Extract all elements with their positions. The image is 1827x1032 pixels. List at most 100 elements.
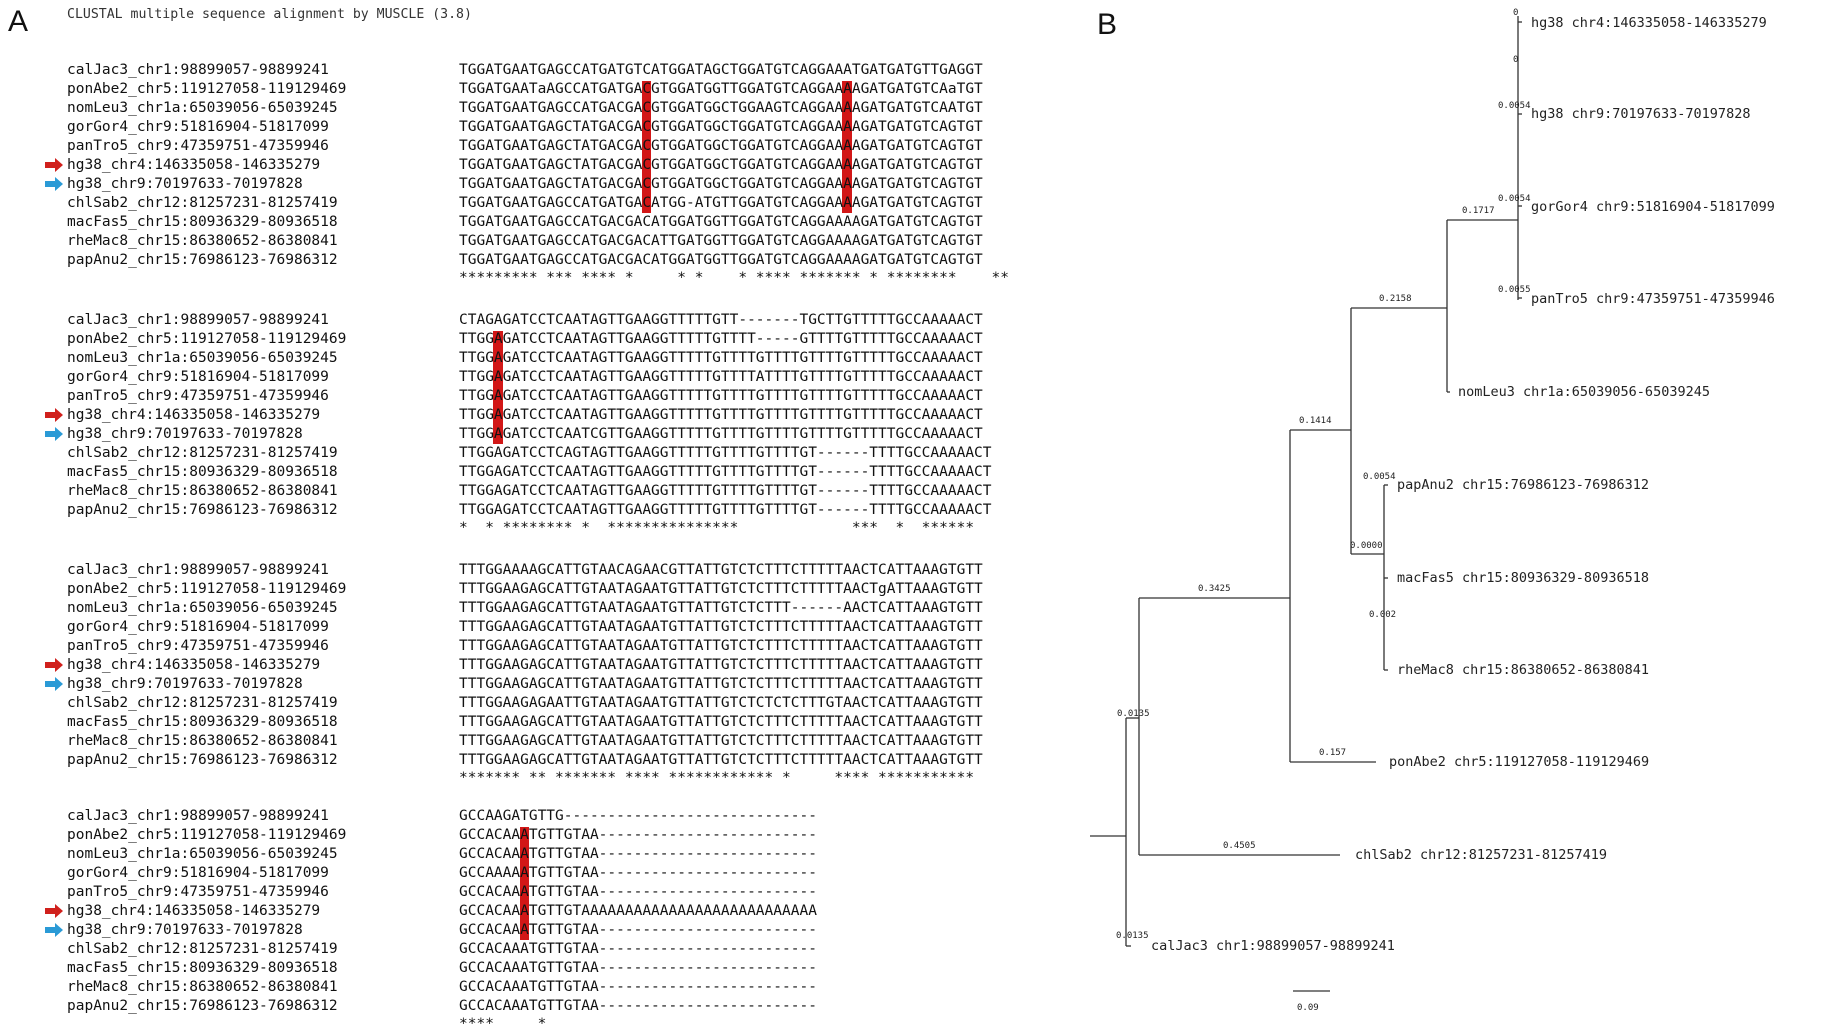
sequence-residues: TTGGAGATCCTCAATAGTTGAAGGTTTTTGTTTTGTTTTG… [459, 350, 983, 366]
sequence-residues: TTGGAGATCCTCAATAGTTGAAGGTTTTTGTTTTGTTTTG… [459, 464, 992, 480]
sequence-residues: TTTGGAAGAGCATTGTAATAGAATGTTATTGTCTCTTTCT… [459, 733, 983, 749]
leaf-label: panTro5 chr9:47359751-47359946 [1531, 291, 1775, 307]
sequence-label: papAnu2_chr15:76986123-76986312 [67, 252, 338, 268]
sequence-residues: TTTGGAAAAGCATTGTAACAGAACGTTATTGTCTCTTTCT… [459, 562, 983, 578]
sequence-residues: GCCACAAATGTTGTAA------------------------… [459, 979, 817, 995]
sequence-residues: TTTGGAAGAGCATTGTAATAGAATGTTATTGTCTCTTTCT… [459, 676, 983, 692]
sequence-residues: TTTGGAAGAGCATTGTAATAGAATGTTATTGTCTCTTTCT… [459, 714, 983, 730]
branch-length-label: 0.0054 [1498, 101, 1531, 111]
sequence-label: hg38_chr4:146335058-146335279 [67, 657, 321, 673]
sequence-label: rheMac8_chr15:86380652-86380841 [67, 979, 338, 995]
sequence-residues: TGGATGAATGAGCTATGACGACGTGGATGGCTGGATGTCA… [459, 157, 983, 173]
branch-length-label: 0.1717 [1462, 206, 1495, 216]
leaf-label: hg38 chr9:70197633-70197828 [1531, 106, 1750, 122]
sequence-label: hg38_chr9:70197633-70197828 [67, 176, 303, 192]
sequence-label: hg38_chr4:146335058-146335279 [67, 407, 321, 423]
sequence-label: calJac3_chr1:98899057-98899241 [67, 808, 329, 824]
sequence-residues: TTGGAGATCCTCAATAGTTGAAGGTTTTTGTTTTATTTTG… [459, 369, 983, 385]
sequence-residues: TGGATGAATGAGCCATGACGACATGGATGGTTGGATGTCA… [459, 214, 983, 230]
sequence-label: rheMac8_chr15:86380652-86380841 [67, 233, 338, 249]
consensus-line: **** * [459, 1016, 547, 1032]
sequence-label: calJac3_chr1:98899057-98899241 [67, 562, 329, 578]
sequence-label: panTro5_chr9:47359751-47359946 [67, 638, 329, 654]
sequence-label: panTro5_chr9:47359751-47359946 [67, 884, 329, 900]
sequence-label: macFas5_chr15:80936329-80936518 [67, 714, 338, 730]
blue-arrow-icon [45, 677, 63, 691]
sequence-label: ponAbe2_chr5:119127058-119129469 [67, 81, 347, 97]
sequence-residues: TGGATGAATGAGCTATGACGACGTGGATGGCTGGATGTCA… [459, 138, 983, 154]
blue-arrow-icon [45, 923, 63, 937]
variant-highlight [842, 81, 852, 213]
sequence-residues: TTTGGAAGAGCATTGTAATAGAATGTTATTGTCTCTTTCT… [459, 752, 983, 768]
sequence-residues: GCCACAAATGTTGTAAAAAAAAAAAAAAAAAAAAAAAAAA… [459, 903, 817, 919]
sequence-label: rheMac8_chr15:86380652-86380841 [67, 483, 338, 499]
sequence-residues: TTGGAGATCCTCAATAGTTGAAGGTTTTTGTTTTGTTTTG… [459, 407, 983, 423]
sequence-residues: TGGATGAATaAGCCATGATGACGTGGATGGTTGGATGTCA… [459, 81, 983, 97]
branch-length-label: 0.002 [1369, 610, 1396, 620]
branch-length-label: 0.0054 [1498, 194, 1531, 204]
sequence-label: ponAbe2_chr5:119127058-119129469 [67, 827, 347, 843]
variant-highlight [641, 81, 652, 213]
sequence-label: papAnu2_chr15:76986123-76986312 [67, 998, 338, 1014]
sequence-label: gorGor4_chr9:51816904-51817099 [67, 619, 329, 635]
sequence-label: chlSab2_chr12:81257231-81257419 [67, 195, 338, 211]
sequence-residues: GCCACAAATGTTGTAA------------------------… [459, 827, 817, 843]
sequence-label: panTro5_chr9:47359751-47359946 [67, 388, 329, 404]
sequence-residues: TGGATGAATGAGCTATGACGACGTGGATGGCTGGATGTCA… [459, 176, 983, 192]
scale-bar-label: 0.09 [1297, 1003, 1319, 1013]
sequence-residues: GCCACAAATGTTGTAA------------------------… [459, 846, 817, 862]
sequence-residues: TTTGGAAGAGCATTGTAATAGAATGTTATTGTCTCTTTCT… [459, 657, 983, 673]
sequence-label: calJac3_chr1:98899057-98899241 [67, 62, 329, 78]
sequence-label: panTro5_chr9:47359751-47359946 [67, 138, 329, 154]
consensus-line: ******* ** ******* **** ************ * *… [459, 770, 975, 786]
leaf-label: nomLeu3 chr1a:65039056-65039245 [1458, 384, 1710, 400]
sequence-residues: TTGGAGATCCTCAATCGTTGAAGGTTTTTGTTTTGTTTTG… [459, 426, 983, 442]
panel-a-label: A [8, 5, 29, 38]
branch-length-label: 0.1414 [1299, 416, 1332, 426]
sequence-label: gorGor4_chr9:51816904-51817099 [67, 865, 329, 881]
sequence-residues: TGGATGAATGAGCCATGACGACGTGGATGGCTGGAAGTCA… [459, 100, 983, 116]
sequence-residues: TTTGGAAGAGAATTGTAATAGAATGTTATTGTCTCTCTCT… [459, 695, 983, 711]
sequence-residues: GCCACAAATGTTGTAA------------------------… [459, 884, 817, 900]
branch-length-label: 0 [1513, 8, 1518, 18]
sequence-residues: GCCACAAATGTTGTAA------------------------… [459, 941, 817, 957]
branch-length-label: 0.0055 [1498, 285, 1531, 295]
sequence-label: nomLeu3_chr1a:65039056-65039245 [67, 846, 338, 862]
red-arrow-icon [45, 904, 63, 918]
panel-b-label: B [1097, 8, 1118, 41]
leaf-label: papAnu2 chr15:76986123-76986312 [1397, 477, 1649, 493]
sequence-residues: TTGGAGATCCTCAATAGTTGAAGGTTTTTGTTTTGTTTTG… [459, 483, 992, 499]
sequence-residues: TTGGAGATCCTCAGTAGTTGAAGGTTTTTGTTTTGTTTTG… [459, 445, 992, 461]
sequence-label: chlSab2_chr12:81257231-81257419 [67, 445, 338, 461]
alignment-header: CLUSTAL multiple sequence alignment by M… [67, 7, 472, 22]
leaf-label: gorGor4 chr9:51816904-51817099 [1531, 199, 1775, 215]
branch-length-label: 0.4505 [1223, 841, 1256, 851]
leaf-label: ponAbe2 chr5:119127058-119129469 [1389, 754, 1649, 770]
sequence-label: calJac3_chr1:98899057-98899241 [67, 312, 329, 328]
leaf-label: hg38 chr4:146335058-146335279 [1531, 15, 1767, 31]
sequence-residues: TTGGAGATCCTCAATAGTTGAAGGTTTTTGTTTT-----G… [459, 331, 983, 347]
sequence-label: papAnu2_chr15:76986123-76986312 [67, 502, 338, 518]
sequence-residues: TTTGGAAGAGCATTGTAATAGAATGTTATTGTCTCTTT--… [459, 600, 983, 616]
blue-arrow-icon [45, 177, 63, 191]
sequence-residues: CTAGAGATCCTCAATAGTTGAAGGTTTTTGTT-------T… [459, 312, 983, 328]
sequence-label: chlSab2_chr12:81257231-81257419 [67, 695, 338, 711]
sequence-label: ponAbe2_chr5:119127058-119129469 [67, 581, 347, 597]
sequence-label: rheMac8_chr15:86380652-86380841 [67, 733, 338, 749]
red-arrow-icon [45, 658, 63, 672]
leaf-label: rheMac8 chr15:86380652-86380841 [1397, 662, 1649, 678]
sequence-label: hg38_chr4:146335058-146335279 [67, 903, 321, 919]
sequence-residues: GCCACAAATGTTGTAA------------------------… [459, 998, 817, 1014]
sequence-residues: TGGATGAATGAGCCATGATGACATGG-ATGTTGGATGTCA… [459, 195, 983, 211]
consensus-line: ********* *** **** * * * * **** ******* … [459, 270, 1009, 286]
sequence-label: nomLeu3_chr1a:65039056-65039245 [67, 350, 338, 366]
sequence-label: hg38_chr9:70197633-70197828 [67, 922, 303, 938]
sequence-residues: GCCACAAATGTTGTAA------------------------… [459, 960, 817, 976]
branch-length-label: 0.0135 [1116, 931, 1149, 941]
branch-length-label: 0.2158 [1379, 294, 1412, 304]
sequence-residues: GCCAAAAATGTTGTAA------------------------… [459, 865, 817, 881]
sequence-label: hg38_chr4:146335058-146335279 [67, 157, 321, 173]
sequence-residues: TTGGAGATCCTCAATAGTTGAAGGTTTTTGTTTTGTTTTG… [459, 502, 992, 518]
sequence-label: gorGor4_chr9:51816904-51817099 [67, 369, 329, 385]
red-arrow-icon [45, 158, 63, 172]
